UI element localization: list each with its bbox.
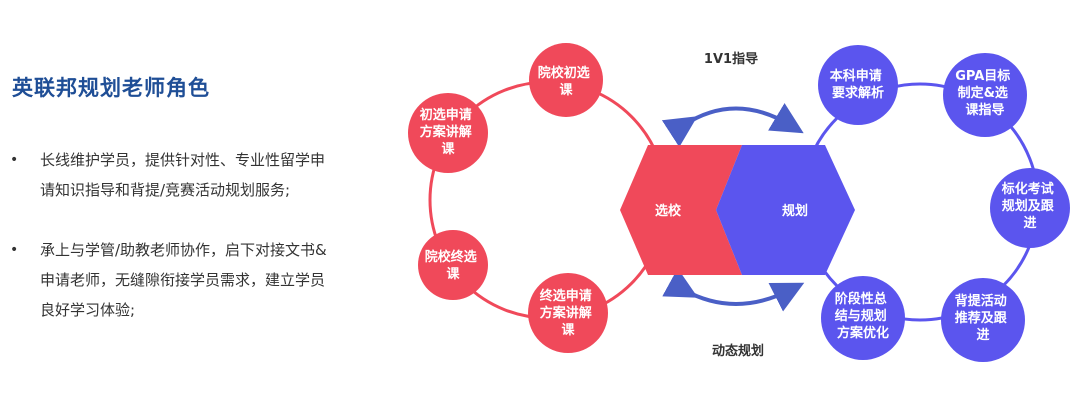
bullet-list: • 长线维护学员，提供针对性、专业性留学申 请知识指导和背提/竞赛活动规划服务;… [10,145,390,355]
blue-node: 标化考试 规划及跟 进 [990,168,1070,248]
node-line: 阶段性总 [835,291,887,307]
node-line: 要求解析 [832,85,884,101]
svg-text:初选申请 方案讲解 课: 初选申请 方案讲解 课 [420,107,477,157]
svg-text:院校终选 课: 院校终选 课 [425,249,482,282]
bullet-item: • 长线维护学员，提供针对性、专业性留学申 请知识指导和背提/竞赛活动规划服务; [10,145,390,205]
node-line: 方案讲解 [420,124,472,140]
section-title: 英联邦规划老师角色 [12,76,210,100]
bullet-line: 长线维护学员，提供针对性、专业性留学申 [40,151,326,169]
top-double-arrow [661,103,804,148]
svg-text:终选申请 方案讲解 课: 终选申请 方案讲解 课 [540,288,597,338]
node-line: 标化考试 [1001,181,1054,197]
node-line: 终选申请 [540,288,592,304]
node-line: 进 [976,328,989,343]
bullet-marker: • [10,242,19,258]
node-line: 制定&选 [958,85,1008,101]
bullet-marker: • [10,152,19,168]
node-line: 结与规划 [835,308,887,324]
bullet-text: 承上与学管/助教老师协作，启下对接文书& 申请老师，无缝隙衔接学员需求，建立学员… [40,235,370,325]
node-line: 课指导 [965,102,1004,118]
svg-text:院校初选 课: 院校初选 课 [538,65,595,98]
red-node: 初选申请 方案讲解 课 [408,93,488,173]
bullet-text: 长线维护学员，提供针对性、专业性留学申 请知识指导和背提/竞赛活动规划服务; [40,145,370,205]
bullet-item: • 承上与学管/助教老师协作，启下对接文书& 申请老师，无缝隙衔接学员需求，建立… [10,235,390,325]
red-node: 院校初选 课 [529,43,603,117]
bullet-line: 良好学习体验; [40,301,136,319]
node-line: 方案优化 [837,325,889,341]
node-line: 课 [446,267,460,282]
bullet-line: 申请老师，无缝隙衔接学员需求，建立学员 [40,271,326,289]
node-line: 院校终选 [425,249,477,265]
node-line: 课 [441,142,455,157]
hexagon-right-label: 规划 [782,203,808,219]
node-line: 初选申请 [420,107,472,123]
hexagon-right [716,145,855,275]
blue-node: 背提活动 推荐及跟 进 [941,278,1025,362]
node-line: 课 [559,83,573,98]
blue-node: 本科申请 要求解析 [818,45,898,125]
svg-text:GPA目标 制定&选 课指导: GPA目标 制定&选 课指导 [955,68,1015,118]
node-line: 院校初选 [538,65,590,81]
top-label: 1V1指导 [704,51,758,67]
bullet-line: 承上与学管/助教老师协作，启下对接文书& [40,241,327,259]
node-line: 本科申请 [830,68,882,84]
svg-text:本科申请 要求解析: 本科申请 要求解析 [830,68,887,101]
node-line: 推荐及跟 [955,310,1008,326]
red-node: 终选申请 方案讲解 课 [528,273,608,353]
node-line: 方案讲解 [540,305,592,321]
blue-node: GPA目标 制定&选 课指导 [943,53,1027,137]
node-line: 规划及跟 [1002,198,1055,214]
bottom-double-arrow [662,268,805,312]
node-line: 课 [561,323,575,338]
left-panel: 英联邦规划老师角色 • 长线维护学员，提供针对性、专业性留学申 请知识指导和背提… [0,0,400,400]
red-node: 院校终选 课 [418,230,488,300]
blue-node: 阶段性总 结与规划 方案优化 [821,276,905,360]
bullet-line: 请知识指导和背提/竞赛活动规划服务; [40,181,291,199]
svg-text:标化考试 规划及跟 进: 标化考试 规划及跟 进 [1001,181,1059,231]
bottom-label: 动态规划 [712,343,764,359]
hexagon-left [620,145,742,275]
node-line: GPA目标 [955,68,1010,84]
node-line: 进 [1023,216,1036,231]
hexagon-left-label: 选校 [655,203,682,219]
node-line: 背提活动 [955,293,1007,309]
svg-text:背提活动 推荐及跟 进: 背提活动 推荐及跟 进 [955,293,1012,343]
svg-text:阶段性总 结与规划 方案优化: 阶段性总 结与规划 方案优化 [835,291,892,341]
